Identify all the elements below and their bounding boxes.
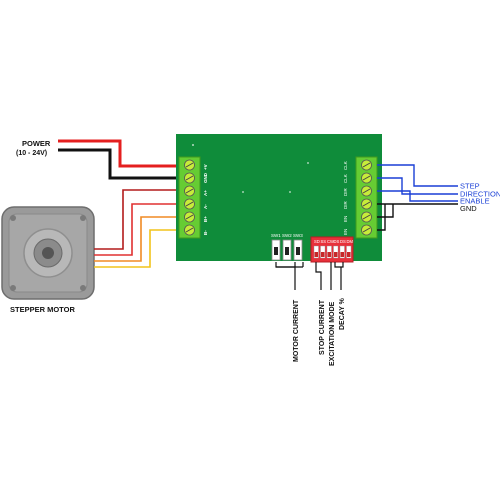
dip-switch-lever[interactable] bbox=[321, 252, 325, 257]
signal-wire-gnd-c bbox=[377, 204, 386, 231]
right-terminal-label: DIR bbox=[343, 188, 348, 197]
callout-label-decay: DECAY % bbox=[339, 297, 346, 330]
screw-slot bbox=[185, 227, 194, 233]
signal-wire-gnd-b bbox=[377, 204, 394, 218]
right-terminal-label: EN bbox=[343, 216, 348, 222]
screw-slot bbox=[185, 162, 194, 168]
signal-wire-direction bbox=[377, 177, 458, 195]
screw-slot bbox=[362, 162, 371, 168]
board-dot bbox=[242, 191, 244, 193]
dip-label: DM bbox=[347, 239, 354, 244]
callout-bracket-decay bbox=[334, 262, 344, 268]
power-positive-wire bbox=[58, 139, 190, 168]
right-terminal-label: CLK bbox=[343, 161, 348, 170]
screw-slot bbox=[362, 188, 371, 194]
left-terminal-label: B- bbox=[203, 230, 208, 235]
motor-screw-icon bbox=[80, 215, 86, 221]
right-terminal-label: EN bbox=[343, 229, 348, 235]
dip-switch-lever[interactable] bbox=[340, 252, 345, 257]
dip-switch-lever[interactable] bbox=[334, 252, 338, 257]
screw-slot bbox=[185, 214, 194, 220]
dip-switch-lever[interactable] bbox=[347, 252, 351, 257]
power-range: (10 - 24V) bbox=[16, 150, 47, 157]
power-ground-wire bbox=[58, 148, 190, 180]
signal-label-step: STEP bbox=[460, 182, 480, 191]
stepper-motor bbox=[1, 206, 95, 300]
left-terminal-label: B+ bbox=[203, 216, 208, 222]
screw-slot bbox=[362, 201, 371, 207]
callout-label-excitation-mode: EXCITATION MODE bbox=[329, 301, 336, 366]
dip-label: DS bbox=[334, 239, 340, 244]
screw-slot bbox=[362, 214, 371, 220]
slide-switch-knob[interactable] bbox=[285, 247, 289, 255]
callout-label-motor-current: MOTOR CURRENT bbox=[293, 299, 300, 362]
slide-switch-knob[interactable] bbox=[296, 247, 300, 255]
screw-slot bbox=[185, 175, 194, 181]
dip-switch-lever[interactable] bbox=[314, 252, 319, 257]
signal-label-gnd: GND bbox=[460, 204, 477, 213]
dip-label: DS bbox=[340, 239, 346, 244]
signal-label-direction: DIRECTION bbox=[460, 190, 500, 199]
dip-label: CW bbox=[327, 239, 334, 244]
coil-wire-a-minus bbox=[94, 203, 190, 256]
board-dot bbox=[192, 144, 194, 146]
coil-wire-a-plus bbox=[94, 189, 190, 250]
callout-line-motor-current bbox=[275, 262, 296, 290]
power-title: POWER bbox=[22, 139, 51, 148]
callout-label-stop-current: STOP CURRENT bbox=[319, 299, 326, 355]
motor-label: STEPPER MOTOR bbox=[10, 305, 75, 314]
left-terminal-label: A+ bbox=[203, 190, 208, 196]
motor-screw-icon bbox=[80, 285, 86, 291]
callout-line-stop-current bbox=[315, 262, 322, 290]
board-dot bbox=[307, 162, 309, 164]
left-terminal-label: +V bbox=[203, 164, 208, 170]
dip-label: SS bbox=[321, 239, 327, 244]
screw-slot bbox=[362, 227, 371, 233]
right-terminal-label: DIR bbox=[343, 201, 348, 210]
motor-screw-icon bbox=[10, 215, 16, 221]
signal-wire-enable bbox=[377, 190, 458, 202]
motor-screw-icon bbox=[10, 285, 16, 291]
dip-label: SD bbox=[314, 239, 320, 244]
signal-wire-step bbox=[377, 164, 458, 187]
coil-wire-b-minus bbox=[94, 229, 190, 268]
right-terminal-label: CLK bbox=[343, 174, 348, 183]
screw-slot bbox=[362, 175, 371, 181]
motor-shaft bbox=[42, 247, 54, 259]
switch-label: SW2 bbox=[282, 233, 292, 238]
board-dot bbox=[289, 191, 291, 193]
left-terminal-label: A- bbox=[203, 204, 208, 209]
screw-slot bbox=[185, 201, 194, 207]
slide-switch-knob[interactable] bbox=[274, 247, 278, 255]
left-terminal-label: GND bbox=[203, 172, 208, 183]
dip-switch-lever[interactable] bbox=[327, 252, 332, 257]
signal-label-enable: ENABLE bbox=[460, 197, 490, 206]
screw-slot bbox=[185, 188, 194, 194]
switch-label: SW1 bbox=[271, 233, 281, 238]
switch-label: SW3 bbox=[293, 233, 303, 238]
coil-wire-b-plus bbox=[94, 216, 190, 262]
